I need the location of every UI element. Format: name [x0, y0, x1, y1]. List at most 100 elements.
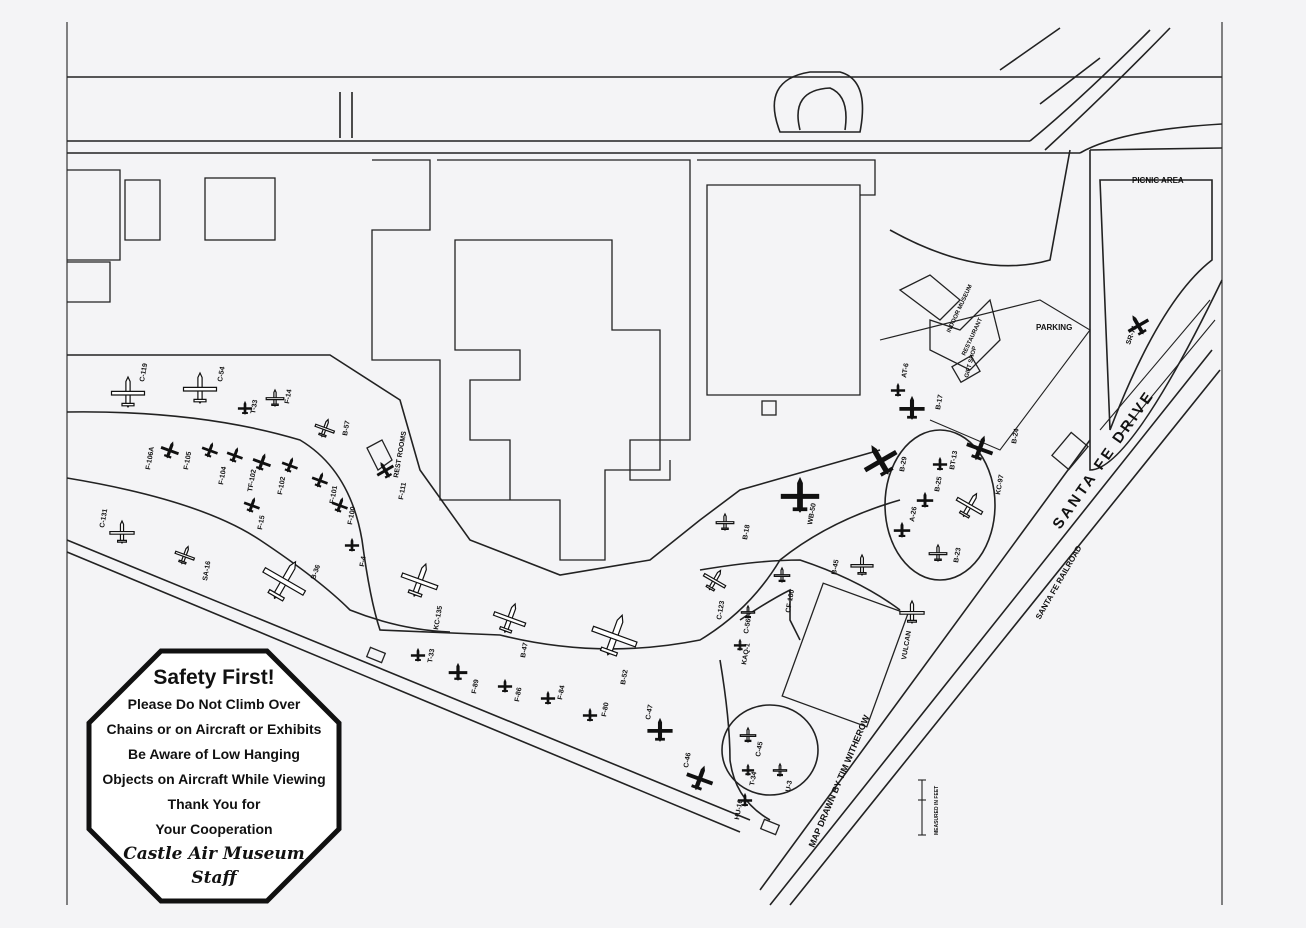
aircraft-label-b-52: B-52: [620, 669, 630, 685]
aircraft-b-29: [863, 445, 898, 477]
aircraft-c-46: [686, 765, 714, 791]
santa-fe-roads: [759, 147, 1223, 906]
aircraft-f-80: [582, 707, 598, 722]
safety-line-3: Be Aware of Low Hanging: [128, 746, 300, 762]
aircraft-label-b-36: B-36: [310, 564, 322, 581]
aircraft-f-86: [497, 678, 513, 693]
aircraft-f-100: [331, 497, 348, 513]
aircraft-f-84: [540, 690, 556, 705]
aircraft-label-at-6: AT-6: [901, 363, 910, 379]
aircraft-label-vulcan: VULCAN: [901, 630, 913, 660]
aircraft-label-c-123: C-123: [716, 600, 726, 620]
aircraft-sr-71: [1127, 315, 1150, 336]
restaurant-buildings: [365, 274, 1089, 836]
rest-rooms-label: REST ROOMS: [393, 430, 408, 478]
aircraft-c-123: [702, 569, 727, 592]
aircraft-kaq-1: [733, 638, 747, 652]
aircraft-b-25: [916, 491, 934, 508]
aircraft-f-102: [281, 457, 298, 473]
aircraft-label-f-84: F-84: [557, 685, 566, 700]
aircraft-label-f-105: F-105: [183, 451, 193, 470]
aircraft-label-wb-50: WB-50: [807, 503, 818, 526]
aircraft-label-kc-97: KC-97: [995, 474, 1005, 495]
aircraft-label-sr-71: SR-71: [1125, 325, 1138, 346]
safety-line-5: Thank You for: [167, 796, 261, 812]
aircraft-c-45: [739, 726, 757, 744]
aircraft-label-b-24: B-24: [1011, 428, 1021, 444]
aircraft-tf-102: [252, 453, 272, 471]
aircraft-b-47: [492, 602, 527, 634]
aircraft-label-f-102: F-102: [277, 476, 287, 495]
aircraft-label-b-18: B-18: [742, 524, 752, 540]
aircraft-f-14: [265, 388, 285, 408]
aircraft-sa-16: [174, 545, 196, 565]
aircraft-label-sa-16: SA-16: [202, 560, 212, 581]
aircraft-c-119: [110, 375, 146, 409]
aircraft-label-c-131: C-131: [99, 508, 109, 528]
aircraft-f-104: [226, 447, 243, 463]
aircraft-label-f-15: F-15: [257, 515, 266, 530]
aircraft-b-45: [850, 553, 874, 577]
aircraft-kc-97: [955, 492, 984, 519]
aircraft-at-6: [890, 382, 906, 397]
aircraft-label-bt-13: BT-13: [949, 450, 959, 470]
aircraft-kc-135: [400, 562, 439, 598]
aircraft-b-17: [899, 395, 925, 420]
aircraft-wb-50: [780, 476, 820, 513]
aircraft-label-f-89: F-89: [471, 679, 480, 694]
aircraft-label-b-45: B-45: [831, 559, 841, 575]
aircraft-label-kaq-1: KAQ-1: [741, 643, 752, 666]
scale-label: MEASURED IN FEET: [934, 786, 940, 835]
aircraft-c-56: [740, 604, 756, 620]
aircraft-bt-13: [932, 456, 948, 471]
santa-fe-drive-label: SANTA FE DRIVE: [1049, 387, 1158, 532]
aircraft-b-52: [591, 613, 638, 657]
aircraft-label-c-119: C-119: [139, 363, 149, 383]
scale-bar: [918, 779, 926, 836]
aircraft-t-33: [237, 400, 253, 415]
top-roads: [67, 27, 1223, 154]
aircraft-label-c-54: C-54: [217, 366, 227, 382]
aircraft-label-a-26: A-26: [909, 506, 919, 522]
safety-line-6: Your Cooperation: [155, 821, 273, 837]
aircraft-b-24: [966, 435, 994, 461]
aircraft-label-f-111: F-111: [398, 482, 408, 501]
aircraft-b-36: [262, 560, 307, 602]
aircraft-label-c-56: C-56: [743, 618, 753, 634]
aircraft-f-105: [201, 442, 218, 458]
aircraft-b-18: [715, 512, 735, 532]
aircraft-f-111: [376, 462, 395, 479]
safety-title: Safety First!: [153, 666, 275, 689]
safety-line-4: Objects on Aircraft While Viewing: [102, 771, 326, 787]
aircraft-t-33b: [410, 647, 426, 662]
aircraft-label-t-34: T-34: [749, 771, 758, 786]
aircraft-c-54: [182, 371, 218, 405]
aircraft-vulcan: [899, 599, 925, 625]
aircraft-label-f-80: F-80: [601, 702, 610, 717]
aircraft-label-f-100: F-100: [347, 506, 357, 525]
aircraft-label-b-25: B-25: [934, 476, 944, 492]
aircraft-label-c-46: C-46: [683, 752, 693, 768]
aircraft-label-c-47: C-47: [645, 704, 655, 720]
safety-line-1: Please Do Not Climb Over: [127, 696, 301, 712]
safety-line-2: Chains or on Aircraft or Exhibits: [106, 721, 322, 737]
safety-signature-1: Castle Air Museum: [123, 844, 305, 864]
aircraft-b-57: [314, 418, 336, 438]
aircraft-u-3: [772, 762, 788, 778]
hangar-buildings: [67, 159, 876, 561]
aircraft-label-b-29: B-29: [899, 456, 909, 472]
aircraft-c-47: [647, 717, 673, 742]
aircraft-label-t-33: T-33: [250, 399, 259, 414]
safety-sign-octagon: [86, 648, 342, 904]
safety-sign: Safety First! Please Do Not Climb Over C…: [86, 648, 342, 904]
parking-label: PARKING: [1036, 323, 1072, 332]
aircraft-cf-100: [773, 566, 791, 584]
aircraft-label-c-45: C-45: [755, 741, 765, 757]
aircraft-hu-16: [737, 792, 753, 807]
aircraft-label-b-23: B-23: [953, 547, 963, 563]
aircraft-label-f-86: F-86: [514, 687, 523, 702]
map-labels: SANTA FE DRIVE SANTA FE RAILROAD PICNIC …: [393, 176, 1184, 849]
aircraft-label-b-17: B-17: [935, 394, 945, 410]
aircraft-f-15: [243, 497, 260, 513]
